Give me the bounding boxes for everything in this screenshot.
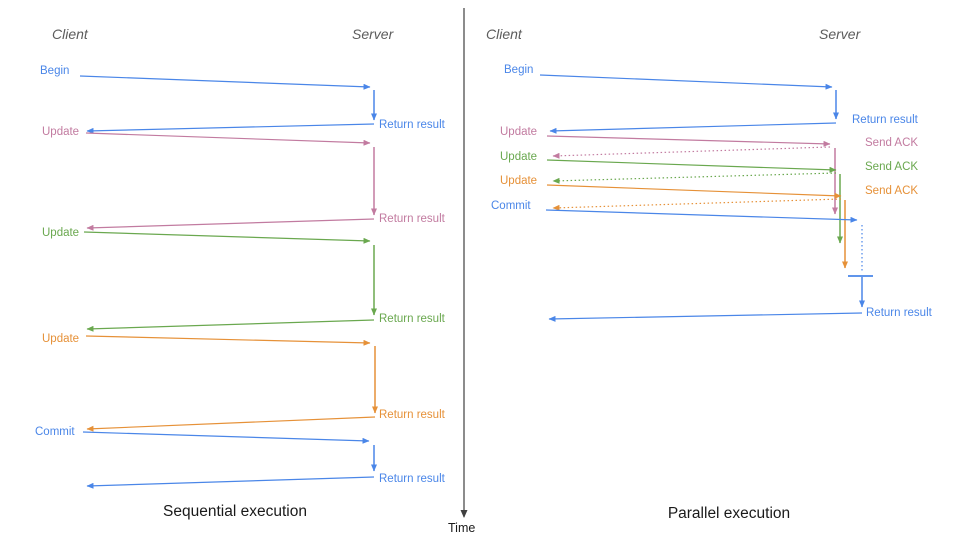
sequential-title: Sequential execution (163, 503, 307, 520)
seq-begin-request-line (79, 75, 371, 90)
par-begin-request-line (539, 74, 833, 90)
par-update3-ack-line (552, 198, 842, 211)
seq-commit-label: Commit (35, 426, 75, 438)
seq-begin-label: Begin (40, 65, 70, 77)
par-commit-result-label: Return result (866, 307, 932, 319)
par-update1-request-line (546, 135, 831, 147)
seq-commit-return-line (86, 476, 375, 489)
par-update3-request-line (546, 184, 842, 199)
par-update3-label: Update (500, 175, 538, 187)
seq-update2-request-line (83, 231, 371, 244)
par-commit-label: Commit (491, 200, 531, 212)
seq-update1-request-line (85, 132, 371, 146)
par-begin-result-label: Return result (852, 114, 918, 126)
sequential-flow (79, 75, 378, 489)
seq-update3-return-line (86, 416, 376, 432)
parallel-flow (539, 74, 873, 322)
par-update2-request-line (546, 159, 837, 173)
seq-update3-label: Update (42, 333, 80, 345)
par-server-header: Server (819, 26, 861, 42)
seq-commit-result-label: Return result (379, 473, 445, 485)
seq-update3-result-label: Return result (379, 409, 445, 421)
par-update1-ack-label: Send ACK (865, 137, 919, 149)
par-commit-return-line (548, 312, 863, 322)
par-commit-request-line (545, 209, 858, 223)
seq-update3-request-line (85, 335, 371, 346)
par-begin-label: Begin (504, 64, 534, 76)
seq-server-header: Server (352, 26, 394, 42)
time-axis-label: Time (448, 521, 476, 535)
seq-update1-label: Update (42, 126, 80, 138)
seq-update2-label: Update (42, 227, 80, 239)
seq-update2-result-label: Return result (379, 313, 445, 325)
par-client-header: Client (486, 26, 522, 42)
seq-update1-result-label: Return result (379, 213, 445, 225)
par-update2-label: Update (500, 151, 538, 163)
par-update3-ack-label: Send ACK (865, 185, 919, 197)
seq-begin-return-line (86, 123, 375, 134)
seq-client-header: Client (52, 26, 88, 42)
par-update2-ack-label: Send ACK (865, 161, 919, 173)
par-update2-ack-line (552, 172, 837, 184)
seq-begin-result-label: Return result (379, 119, 445, 131)
par-update1-ack-line (552, 146, 831, 159)
par-begin-return-line (549, 122, 837, 134)
seq-update2-return-line (86, 319, 375, 332)
par-update1-label: Update (500, 126, 538, 138)
seq-commit-request-line (82, 431, 370, 444)
parallel-title: Parallel execution (667, 505, 791, 522)
seq-update1-return-line (86, 218, 375, 231)
